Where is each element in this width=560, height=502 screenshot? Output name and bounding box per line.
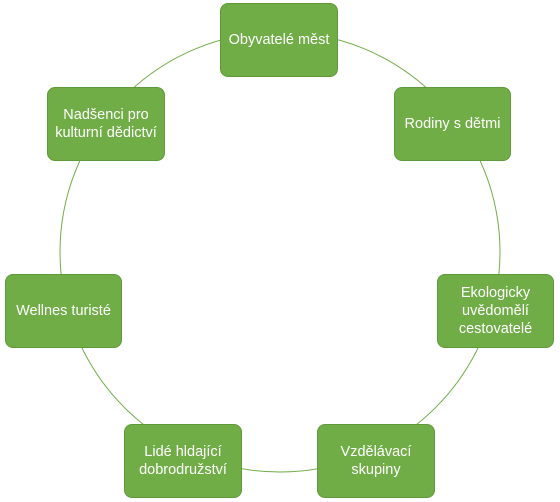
- cycle-node-obyvatele-mest: Obyvatelé měst: [220, 3, 338, 77]
- cycle-node-label: Nadšenci pro kulturní dědictví: [55, 107, 157, 141]
- cycle-node-label: Rodiny s dětmi: [404, 116, 501, 132]
- cycle-node-label: Wellnes turisté: [16, 303, 111, 319]
- cycle-node-vzdelavaci-skupiny: Vzdělávací skupiny: [317, 424, 435, 498]
- cycle-node-ekologicky-cestovatele: Ekologicky uvědomělí cestovatelé: [437, 274, 554, 348]
- cycle-node-lide-hledajici-dobrodruzstvi: Lidé hldající dobrodružství: [124, 424, 242, 498]
- cycle-node-rodiny-s-detmi: Rodiny s dětmi: [394, 87, 511, 161]
- cycle-node-wellnes-turiste: Wellnes turisté: [5, 274, 122, 348]
- cycle-node-label: Lidé hldající dobrodružství: [139, 444, 227, 478]
- cycle-node-label: Vzdělávací skupiny: [340, 444, 412, 478]
- cycle-node-label: Obyvatelé měst: [228, 32, 330, 48]
- cycle-node-nadsenci-kulturni-dedictvi: Nadšenci pro kulturní dědictví: [47, 87, 165, 161]
- cycle-node-label: Ekologicky uvědomělí cestovatelé: [458, 285, 533, 337]
